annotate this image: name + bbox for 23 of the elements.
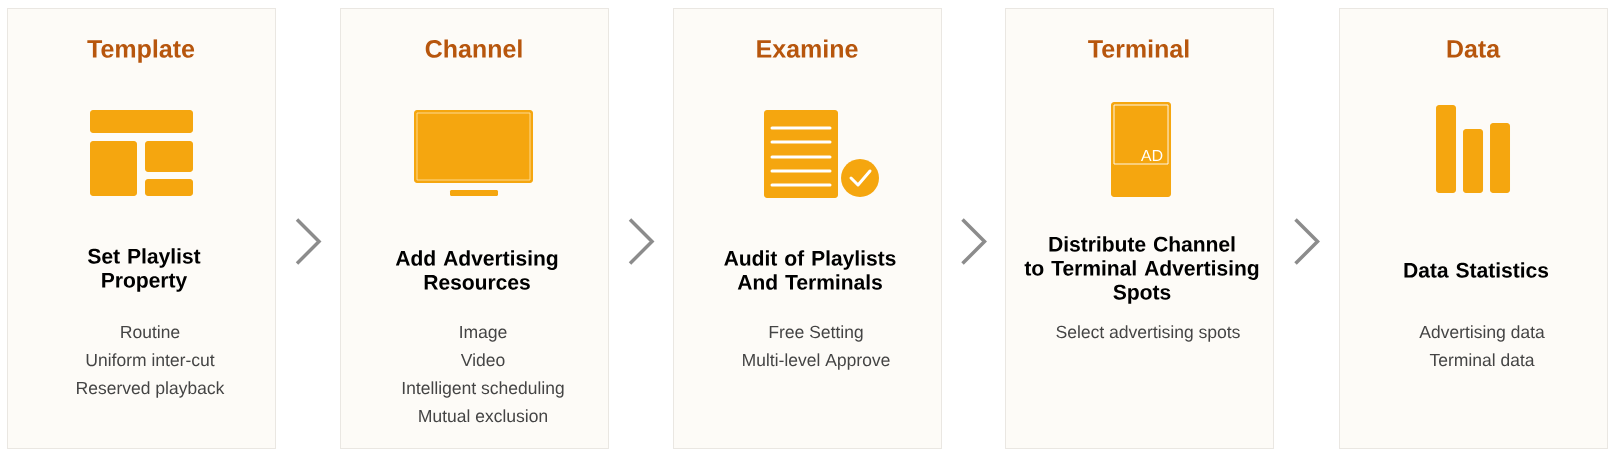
step-title: Add Advertising Resources: [395, 250, 558, 290]
list-item: Select advertising spots: [1056, 325, 1240, 342]
list-item: Free Setting: [769, 325, 863, 342]
list-item: Intelligent scheduling: [402, 381, 564, 398]
heading: Data: [1447, 40, 1501, 58]
list-item: Advertising data: [1419, 325, 1545, 342]
icon-text: AD: [1140, 150, 1163, 161]
heading: Examine: [757, 39, 858, 58]
list-item: Image: [460, 325, 507, 342]
heading: Terminal: [1088, 39, 1189, 58]
list-item: Mutual exclusion: [419, 409, 547, 423]
step-title: Audit of Playlists And Terminals: [724, 250, 896, 290]
list-item: Uniform inter-cut: [86, 353, 215, 367]
heading: Template: [87, 39, 195, 63]
heading: Channel: [425, 39, 522, 58]
step-title: Data Statistics: [1404, 262, 1549, 278]
list-item: Video: [460, 353, 505, 367]
step-title: Distribute Channel to Terminal Advertising Spots: [1024, 236, 1259, 304]
list-item: Terminal data: [1429, 353, 1535, 367]
step-title: Set Playlist Property: [88, 248, 201, 292]
list-item: Routine: [121, 325, 180, 339]
list-item: Multi-level Approve: [743, 353, 890, 370]
list-item: Reserved playback: [77, 381, 225, 398]
